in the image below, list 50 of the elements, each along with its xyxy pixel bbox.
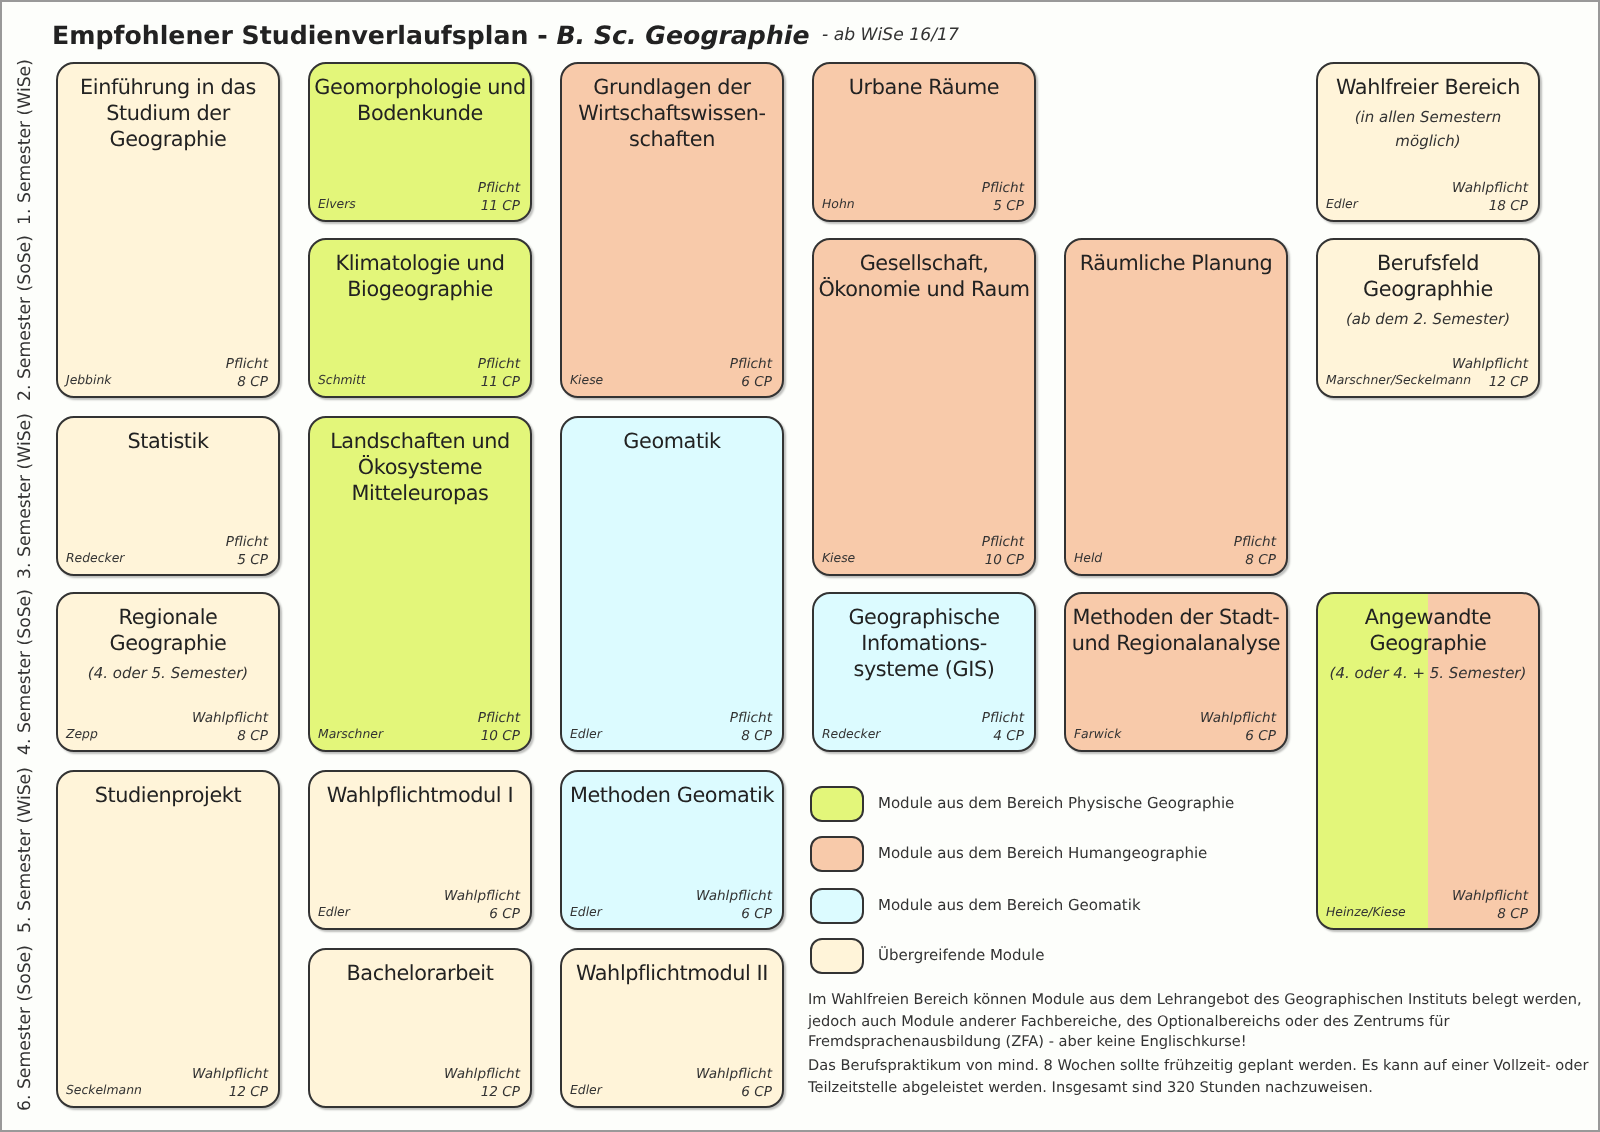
semester-label: 1. Semester (WiSe)	[14, 57, 38, 229]
module-title: Angewandte Geographie	[1362, 606, 1494, 658]
module-card	[560, 62, 784, 398]
module-title: Statistik	[125, 430, 211, 456]
module-card	[1316, 62, 1540, 222]
module-title: Klimatologie und Biogeographie	[333, 252, 507, 304]
module-card	[308, 62, 532, 222]
module-title: Regionale Geographie	[107, 606, 229, 658]
module-title: Methoden Geomatik	[567, 784, 777, 810]
semester-label: 6. Semester (SoSe)	[14, 943, 38, 1115]
subtitle: - ab WiSe 16/17	[822, 26, 959, 46]
module-card	[812, 592, 1036, 752]
diagram-title: Empfohlener Studienverlaufsplan - B. Sc. Geographie	[52, 20, 810, 50]
module-title: Wahlpflichtmodul II	[573, 962, 771, 988]
module-card	[56, 770, 280, 1108]
module-title: Urbane Räume	[846, 76, 1002, 102]
module-title: Wahlfreier Bereich	[1334, 76, 1522, 102]
module-title: Geographische Infomations- systeme (GIS)	[846, 606, 1002, 684]
module-title: Einführung in das Studium der Geographie	[78, 76, 258, 154]
module-title: Berufsfeld Geographhie	[1361, 252, 1495, 304]
module-card	[308, 770, 532, 930]
module-title: Studienprojekt	[92, 784, 244, 810]
module-title: Geomorphologie und Bodenkunde	[314, 76, 526, 128]
module-card	[560, 416, 784, 752]
module-card	[1316, 592, 1540, 930]
semester-label: 2. Semester (SoSe)	[14, 233, 38, 405]
module-card	[812, 62, 1036, 222]
module-title: Räumliche Planung	[1077, 252, 1275, 278]
module-card	[56, 592, 280, 752]
semester-label: 5. Semester (WiSe)	[14, 765, 38, 937]
module-title: Wahlpflichtmodul I	[324, 784, 516, 810]
module-card	[308, 948, 532, 1108]
module-title: Geomatik	[621, 430, 723, 456]
module-card	[812, 238, 1036, 576]
module-card	[308, 238, 532, 398]
module-card	[308, 416, 532, 752]
module-title: Grundlagen der Wirtschaftswissen- schaften	[576, 76, 768, 154]
semester-label: 3. Semester (WiSe)	[14, 411, 38, 583]
module-card	[1316, 238, 1540, 398]
module-card	[560, 770, 784, 930]
module-title: Gesellschaft, Ökonomie und Raum	[818, 252, 1030, 304]
module-card	[560, 948, 784, 1108]
module-title: Bachelorarbeit	[344, 962, 496, 988]
module-title: Landschaften und Ökosysteme Mitteleuropas	[328, 430, 512, 508]
semester-label: 4. Semester (SoSe)	[14, 587, 38, 759]
module-title: Methoden der Stadt- und Regionalanalyse	[1070, 606, 1282, 658]
module-card	[1064, 238, 1288, 576]
module-card	[56, 416, 280, 576]
module-card	[1064, 592, 1288, 752]
module-card	[56, 62, 280, 398]
